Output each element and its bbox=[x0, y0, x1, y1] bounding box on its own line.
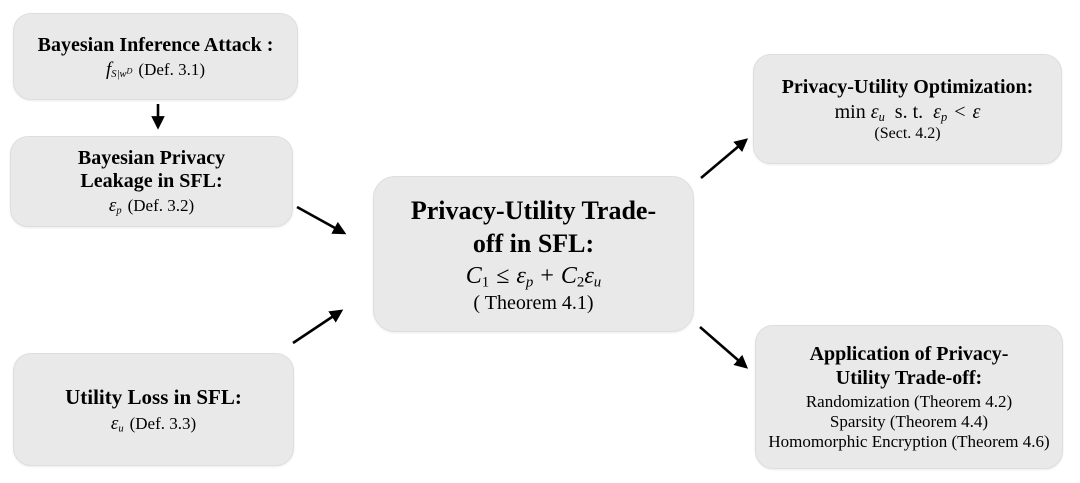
node-title-line1: Bayesian Privacy bbox=[77, 146, 226, 169]
definition-ref: (Def. 3.1) bbox=[138, 59, 205, 79]
node-privacy-utility-tradeoff: Privacy-Utility Trade- off in SFL: C1≤εp… bbox=[373, 176, 694, 332]
math-epsilon: ε bbox=[110, 412, 119, 434]
math-leq-operator: ≤ bbox=[496, 262, 510, 289]
math-epsilon-subscript: u bbox=[118, 423, 124, 435]
math-C2-subscript: 2 bbox=[576, 274, 585, 291]
math-epsilon-subscript: p bbox=[116, 205, 122, 217]
node-title-line2: Utility Trade-off: bbox=[835, 367, 983, 389]
application-item-homomorphic-encryption: Homomorphic Encryption (Theorem 4.6) bbox=[768, 432, 1050, 451]
math-plus-operator: + bbox=[540, 262, 554, 289]
theorem-ref: ( Theorem 4.1) bbox=[473, 291, 594, 314]
node-formula: εu (Def. 3.3) bbox=[111, 413, 196, 435]
node-formula: εp (Def. 3.2) bbox=[109, 195, 194, 217]
math-epsilon-u: ε bbox=[584, 262, 594, 289]
section-ref: (Sect. 4.2) bbox=[874, 125, 941, 142]
math-subject-to: s. t. bbox=[894, 101, 924, 123]
node-utility-loss: Utility Loss in SFL: εu (Def. 3.3) bbox=[13, 353, 294, 466]
math-epsilon-p: ε bbox=[516, 262, 526, 289]
math-f: f bbox=[106, 58, 112, 80]
math-epsilon: ε bbox=[108, 194, 117, 216]
math-C2: C bbox=[560, 262, 577, 289]
definition-ref: (Def. 3.3) bbox=[129, 413, 197, 433]
arrow-utility-to-tradeoff bbox=[292, 309, 344, 345]
node-formula: C1≤εp+C2εu bbox=[466, 263, 601, 290]
definition-ref: (Def. 3.2) bbox=[127, 195, 195, 215]
math-epsilon-u-subscript: u bbox=[593, 274, 602, 291]
node-title-line1: Privacy-Utility Trade- bbox=[410, 195, 657, 225]
math-C1: C bbox=[465, 262, 482, 289]
node-title-line2: off in SFL: bbox=[472, 228, 595, 258]
math-min: min bbox=[834, 101, 866, 123]
math-epsilon-p-subscript: p bbox=[941, 110, 948, 125]
math-epsilon-u-subscript: u bbox=[878, 110, 885, 125]
node-application-of-tradeoff: Application of Privacy- Utility Trade-of… bbox=[755, 325, 1063, 469]
arrow-tradeoff-to-application bbox=[699, 326, 749, 369]
math-C1-subscript: 1 bbox=[481, 274, 490, 291]
application-items: Randomization (Theorem 4.2) Sparsity (Th… bbox=[768, 392, 1049, 452]
node-title: Bayesian Inference Attack : bbox=[37, 33, 274, 56]
math-epsilon-u: ε bbox=[870, 101, 879, 123]
node-title: Privacy-Utility Optimization: bbox=[781, 76, 1034, 98]
math-epsilon-p: ε bbox=[933, 101, 942, 123]
node-bayesian-privacy-leakage: Bayesian Privacy Leakage in SFL: εp (Def.… bbox=[10, 136, 293, 227]
node-title-line2: Leakage in SFL: bbox=[80, 169, 223, 192]
node-title-line1: Application of Privacy- bbox=[809, 343, 1009, 365]
arrow-tradeoff-to-optimization bbox=[700, 138, 749, 179]
node-formula: fS|wD (Def. 3.1) bbox=[106, 59, 205, 81]
node-title: Utility Loss in SFL: bbox=[65, 384, 242, 409]
math-dataset-superscript: D bbox=[126, 66, 133, 76]
application-item-randomization: Randomization (Theorem 4.2) bbox=[805, 392, 1013, 411]
math-less-than-operator: < bbox=[954, 101, 966, 123]
application-item-sparsity: Sparsity (Theorem 4.4) bbox=[829, 412, 989, 431]
node-bayesian-inference-attack: Bayesian Inference Attack : fS|wD (Def. 3… bbox=[13, 13, 298, 100]
math-epsilon: ε bbox=[972, 101, 981, 123]
math-epsilon-p-subscript: p bbox=[525, 274, 534, 291]
math-f-subscript: S|w bbox=[111, 69, 127, 81]
arrow-leakage-to-tradeoff bbox=[296, 205, 347, 235]
